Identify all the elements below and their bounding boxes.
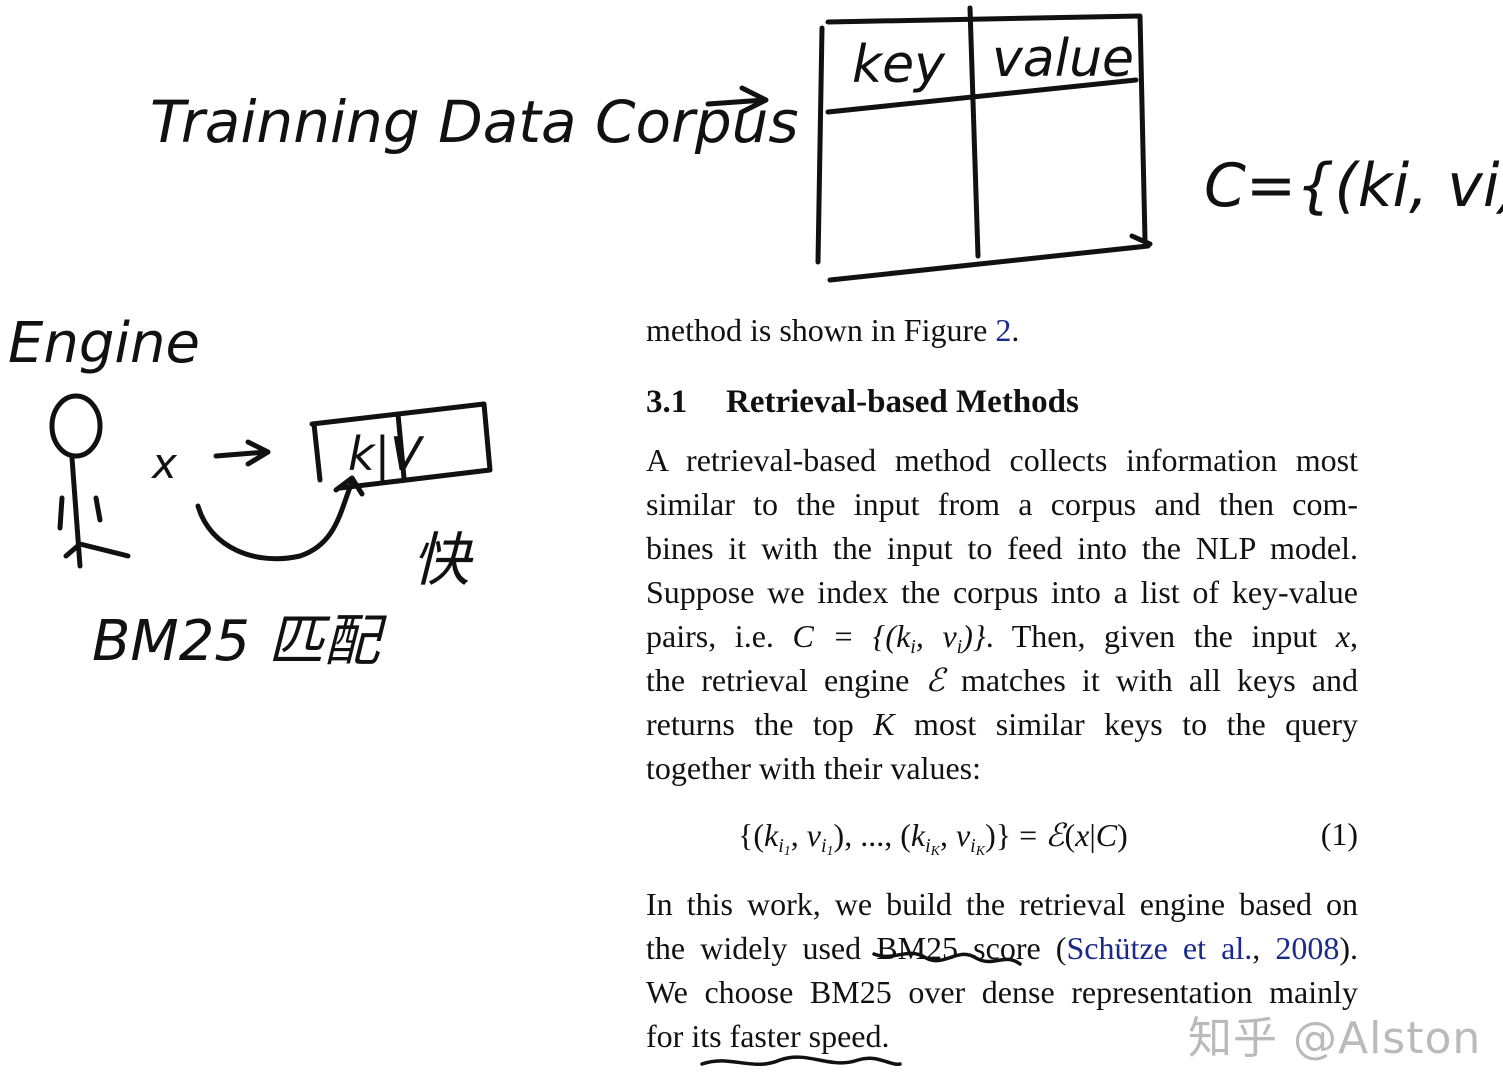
handwritten-fast-note: 快 [412,526,474,594]
handwritten-small-table: k|V [348,427,425,482]
section-title: Retrieval-based Methods [726,384,1079,420]
citation-year-link[interactable]: 2008 [1275,930,1340,966]
citation-link[interactable]: Schütze et al. [1066,930,1253,966]
handwritten-value-label: value [992,29,1134,89]
k-math: K [873,706,895,742]
corpus-math: C = {(ki, vi)} [792,618,986,658]
curved-arrow-icon [195,475,365,562]
paragraph-line: pairs, i.e. C = {(ki, vi)}. Then, given … [646,618,1359,658]
paragraph-line: the retrieval engine ℰ matches it with a… [646,662,1359,698]
kv-table-outline [815,5,1153,283]
section-number: 3.1 [646,384,688,420]
paragraph-line: for its faster speed. [646,1018,890,1054]
engine-arrow-icon [213,439,271,467]
equation: {(ki1, vi1), ..., (kiK, viK)} = ℰ(x|C) [738,817,1128,859]
handwritten-corpus-set: C={(ki, vi)} [1204,151,1503,221]
figure-ref-link[interactable]: 2 [995,312,1012,348]
paragraph-line: Suppose we index the corpus into a list … [646,574,1358,610]
paragraph-line: the widely used BM25 score (Schütze et a… [646,930,1359,966]
intro-line: method is shown in Figure 2. [646,312,1020,348]
small-kv-table-outline [309,401,493,491]
equation-number: (1) [1320,816,1358,852]
paragraph-line: A retrieval-based method collects inform… [646,442,1358,478]
handwritten-key-label: key [852,35,946,95]
paragraph-line: together with their values: [646,750,982,786]
handwritten-query-var: x [150,439,178,488]
handwritten-corpus-label: Trainning Data Corpus [150,88,799,156]
paragraph-line: We choose BM25 over dense representation… [646,974,1358,1010]
corpus-arrow-icon [705,85,769,115]
paragraph-line: bines it with the input to feed into the… [646,530,1358,566]
underline-squiggle-speed [700,1055,902,1067]
paragraph-line: In this work, we build the retrieval eng… [646,886,1358,922]
stick-figure-icon [49,393,103,459]
paragraph-line: similar to the input from a corpus and t… [646,486,1358,522]
section-heading: 3.1 Retrieval-based Methods [646,380,1079,424]
paragraph-line: returns the top K most similar keys to t… [646,706,1359,742]
handwritten-bm25-note: BM25 匹配 [92,609,388,674]
watermark: 知乎 @Alston [1188,1013,1482,1064]
handwritten-engine-label: Engine [8,311,200,376]
engine-math: ℰ [925,662,945,698]
